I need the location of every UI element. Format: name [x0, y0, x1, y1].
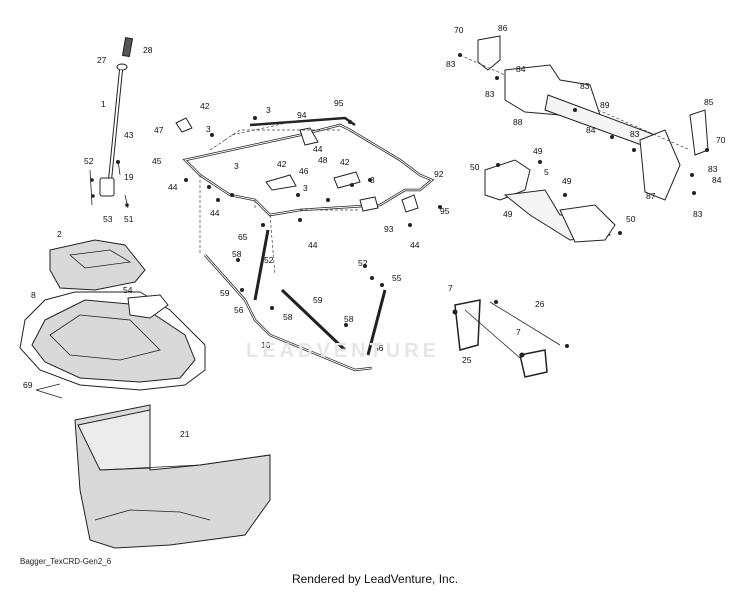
- callout-58: 58: [232, 249, 242, 259]
- callout-27: 27: [97, 55, 107, 65]
- callout-3: 3: [234, 161, 239, 171]
- support-rod-group: [204, 223, 387, 372]
- callout-59: 59: [220, 288, 230, 298]
- callout-83: 83: [485, 89, 495, 99]
- callout-83: 83: [693, 209, 703, 219]
- bagger-frame-group: [175, 116, 442, 276]
- callout-50: 50: [470, 162, 480, 172]
- callout-44: 44: [410, 240, 420, 250]
- callout-46: 46: [299, 166, 309, 176]
- callout-3: 3: [303, 183, 308, 193]
- callout-51: 51: [124, 214, 134, 224]
- callout-70: 70: [454, 25, 464, 35]
- callout-87: 87: [646, 191, 656, 201]
- callout-3: 3: [370, 175, 375, 185]
- callout-95: 95: [440, 206, 450, 216]
- bag-cover-group: [19, 239, 206, 399]
- callout-3: 3: [206, 124, 211, 134]
- callout-83: 83: [630, 129, 640, 139]
- callout-83: 83: [446, 59, 456, 69]
- callout-93: 93: [384, 224, 394, 234]
- callout-7: 7: [448, 283, 453, 293]
- callout-95: 95: [334, 98, 344, 108]
- callout-2: 2: [57, 229, 62, 239]
- callout-10: 10: [261, 340, 271, 350]
- callout-84: 84: [712, 175, 722, 185]
- callout-88: 88: [513, 117, 523, 127]
- callout-5: 5: [544, 167, 549, 177]
- callout-84: 84: [516, 64, 526, 74]
- callout-94: 94: [297, 110, 307, 120]
- callout-44: 44: [308, 240, 318, 250]
- callout-44: 44: [168, 182, 178, 192]
- callout-7: 7: [516, 327, 521, 337]
- callout-19: 19: [124, 172, 134, 182]
- callout-45: 45: [152, 156, 162, 166]
- strap-group: [452, 299, 569, 378]
- callout-labels: 28 27 1 43 52 19 53 51 42 47 3 3 94 95 4…: [23, 23, 726, 439]
- callout-42: 42: [277, 159, 287, 169]
- callout-28: 28: [143, 45, 153, 55]
- callout-56: 56: [374, 343, 384, 353]
- callout-8: 8: [31, 290, 36, 300]
- watermark: LEADVENTURE: [246, 340, 441, 362]
- callout-26: 26: [535, 299, 545, 309]
- callout-49: 49: [503, 209, 513, 219]
- callout-69: 69: [23, 380, 33, 390]
- callout-1: 1: [101, 99, 106, 109]
- callout-83: 83: [708, 164, 718, 174]
- callout-44: 44: [313, 144, 323, 154]
- mounting-bracket-group: [484, 159, 622, 243]
- callout-85: 85: [704, 97, 714, 107]
- diagram-id: Bagger_TexCRD-Gen2_6: [20, 557, 112, 566]
- callout-65: 65: [238, 232, 248, 242]
- callout-86: 86: [498, 23, 508, 33]
- callout-43: 43: [124, 130, 134, 140]
- callout-52: 52: [264, 255, 274, 265]
- callout-56: 56: [234, 305, 244, 315]
- hinge-bracket-group: [458, 35, 709, 201]
- callout-59: 59: [313, 295, 323, 305]
- callout-52: 52: [84, 156, 94, 166]
- callout-53: 53: [103, 214, 113, 224]
- footer-caption: Rendered by LeadVenture, Inc.: [291, 572, 459, 586]
- callout-49: 49: [562, 176, 572, 186]
- callout-49: 49: [533, 146, 543, 156]
- callout-84: 84: [586, 125, 596, 135]
- callout-48: 48: [318, 155, 328, 165]
- bag-basket-group: [74, 404, 271, 549]
- callout-47: 47: [154, 125, 164, 135]
- lift-handle-group: [89, 37, 134, 209]
- callout-83: 83: [580, 81, 590, 91]
- callout-54: 54: [123, 285, 133, 295]
- callout-21: 21: [180, 429, 190, 439]
- callout-50: 50: [626, 214, 636, 224]
- callout-89: 89: [600, 100, 610, 110]
- callout-70: 70: [716, 135, 726, 145]
- callout-42: 42: [200, 101, 210, 111]
- callout-58: 58: [344, 314, 354, 324]
- callout-92: 92: [434, 169, 444, 179]
- callout-3: 3: [266, 105, 271, 115]
- callout-52: 52: [358, 258, 368, 268]
- callout-44: 44: [210, 208, 220, 218]
- callout-58: 58: [283, 312, 293, 322]
- callout-42: 42: [340, 157, 350, 167]
- callout-25: 25: [462, 355, 472, 365]
- callout-55: 55: [392, 273, 402, 283]
